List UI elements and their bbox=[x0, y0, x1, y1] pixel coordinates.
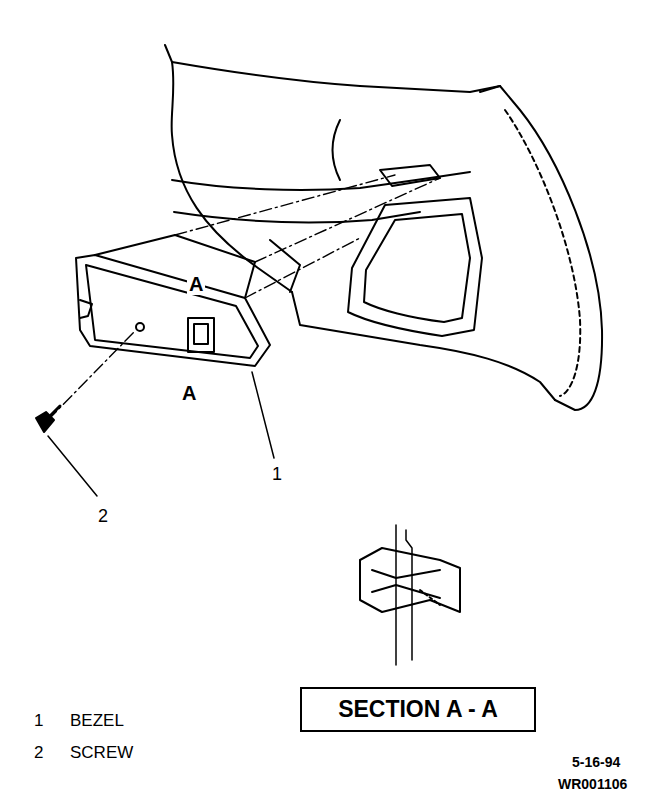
bezel-outline bbox=[76, 255, 270, 366]
panel-edge bbox=[165, 45, 292, 292]
bezel-face bbox=[86, 265, 258, 358]
bezel-notch bbox=[80, 300, 92, 318]
screw-axis bbox=[48, 330, 136, 420]
legend-entry: 1 bbox=[32, 711, 45, 730]
pull-inner bbox=[364, 214, 470, 322]
assembly-line bbox=[175, 175, 395, 235]
assembly-line bbox=[255, 178, 440, 262]
callout-number: 2 bbox=[96, 506, 110, 526]
legend-entry: BEZEL bbox=[68, 711, 126, 730]
section-wall bbox=[395, 525, 397, 665]
drawing-id: WR001106 bbox=[556, 776, 629, 792]
leader-line bbox=[252, 372, 274, 458]
drawing-id: 5-16-94 bbox=[570, 754, 622, 770]
section-clip-line bbox=[372, 585, 440, 598]
panel-contour bbox=[333, 120, 341, 180]
window-switch-button bbox=[194, 324, 208, 344]
callout-number: 1 bbox=[270, 464, 284, 484]
bezel-top bbox=[95, 235, 255, 298]
section-wall bbox=[406, 530, 412, 660]
section-clip bbox=[360, 548, 460, 612]
assembly-line bbox=[245, 238, 360, 298]
armrest-line bbox=[174, 212, 420, 222]
leader-line bbox=[48, 436, 97, 496]
panel-hidden-edge bbox=[505, 110, 580, 396]
window-switch bbox=[188, 318, 214, 352]
panel-bottom bbox=[292, 292, 555, 400]
section-marker: A bbox=[180, 382, 198, 404]
section-clip-line bbox=[372, 570, 440, 578]
screw-shank bbox=[50, 406, 60, 416]
section-marker: A bbox=[187, 273, 205, 295]
legend-entry: 2 bbox=[32, 743, 45, 762]
pull-opening bbox=[348, 198, 482, 336]
section-title: SECTION A - A bbox=[338, 696, 498, 723]
legend-entry: SCREW bbox=[68, 743, 135, 762]
panel-top bbox=[172, 62, 500, 92]
section-hidden bbox=[420, 590, 440, 605]
screw-hole bbox=[136, 323, 144, 331]
section-title-box: SECTION A - A bbox=[300, 687, 536, 732]
